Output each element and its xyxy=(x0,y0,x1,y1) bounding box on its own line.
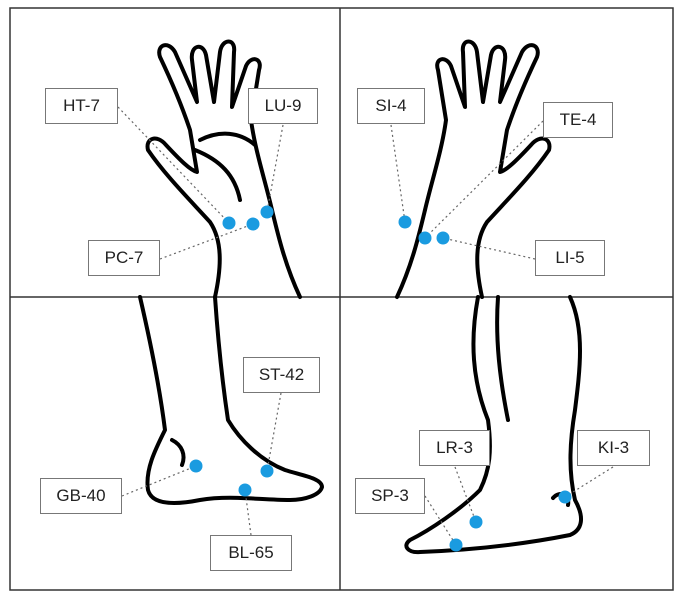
label-ht7: HT-7 xyxy=(45,88,118,124)
label-lu9: LU-9 xyxy=(248,88,318,124)
connector-lines xyxy=(117,106,614,546)
point-lu9[interactable] xyxy=(260,205,274,219)
point-si4[interactable] xyxy=(398,215,412,229)
point-te4[interactable] xyxy=(418,231,432,245)
point-ht7[interactable] xyxy=(222,216,236,230)
label-si4: SI-4 xyxy=(357,88,425,124)
point-bl65[interactable] xyxy=(238,483,252,497)
point-li5[interactable] xyxy=(436,231,450,245)
outer-foot-illustration xyxy=(138,295,324,505)
label-gb40: GB-40 xyxy=(40,478,122,514)
point-sp3[interactable] xyxy=(449,538,463,552)
label-sp3: SP-3 xyxy=(355,478,425,514)
label-lr3: LR-3 xyxy=(419,430,490,466)
point-gb40[interactable] xyxy=(189,459,203,473)
outer-frame xyxy=(9,7,674,591)
point-pc7[interactable] xyxy=(246,217,260,231)
palm-hand-illustration xyxy=(145,39,302,299)
label-ki3: KI-3 xyxy=(577,430,650,466)
point-ki3[interactable] xyxy=(558,490,572,504)
point-lr3[interactable] xyxy=(469,515,483,529)
label-bl65: BL-65 xyxy=(210,535,292,571)
label-li5: LI-5 xyxy=(535,240,605,276)
label-te4: TE-4 xyxy=(543,102,613,138)
label-st42: ST-42 xyxy=(243,357,320,393)
inner-foot-illustration xyxy=(404,295,583,555)
point-st42[interactable] xyxy=(260,464,274,478)
label-pc7: PC-7 xyxy=(88,240,160,276)
back-hand-illustration xyxy=(395,39,552,299)
